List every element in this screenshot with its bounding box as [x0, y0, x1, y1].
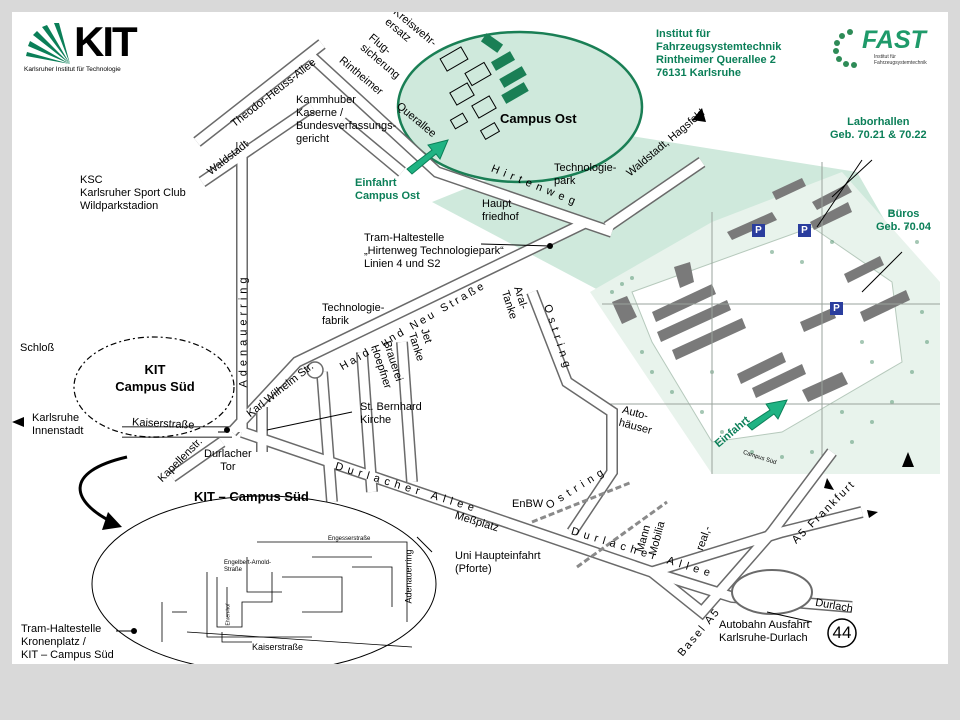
kammhuber-line2: Kaserne / — [296, 107, 344, 119]
ksc-line1: KSC — [80, 174, 103, 186]
fast-sub2: Fahrzeugsystemtechnik — [874, 60, 927, 66]
label-campus-ost: Campus Ost — [500, 111, 577, 126]
innenstadt-line1: Karlsruhe — [32, 412, 80, 424]
institute-line2: Fahrzeugsystemtechnik — [656, 41, 782, 53]
fast-word: FAST — [862, 26, 926, 54]
map-slide: KIT Karlsruher Institut für Technologie … — [12, 12, 948, 664]
technologiefabrik-line1: Technologie- — [322, 302, 385, 314]
kammhuber-line1: Kammhuber — [296, 94, 356, 106]
inset-ellipse — [91, 495, 437, 664]
inset-kaiser: Kaiserstraße — [252, 642, 304, 652]
label-schloss: Schloß — [20, 342, 55, 354]
label-tram-kronenplatz: Tram-Haltestelle Kronenplatz / KIT – Cam… — [21, 623, 114, 662]
technologiefabrik-line2: fabrik — [322, 315, 349, 327]
institute-line3: Rintheimer Querallee 2 — [656, 54, 776, 66]
tram-kronenplatz-line2: Kronenplatz / — [21, 636, 86, 648]
kit-logo: KIT Karlsruher Institut für Technologie — [24, 18, 164, 80]
parking-badge-2: P — [798, 224, 811, 237]
technologiepark-line2: park — [554, 175, 576, 187]
inset-engelbert: Engelbert-Arnold-Straße — [224, 560, 272, 573]
tram-kronenplatz-line3: KIT – Campus Süd — [21, 649, 114, 661]
label-bernhard: St. Bernhard Kirche — [360, 401, 422, 427]
autobahn-line2: Karlsruhe-Durlach — [719, 632, 808, 644]
fast-sub1: Institut für — [874, 54, 896, 60]
campus-ost-ellipse — [396, 30, 644, 184]
einfahrt-ost-line2: Campus Ost — [355, 190, 420, 202]
hauptfriedhof-line2: friedhof — [482, 211, 519, 223]
ksc-line2: Karlsruher Sport Club — [80, 187, 186, 199]
bernhard-line2: Kirche — [360, 414, 392, 426]
innenstadt-line2: Innenstadt — [32, 425, 84, 437]
label-kit-campus-sued: KIT Campus Süd — [108, 361, 202, 395]
kit-subtitle: Karlsruher Institut für Technologie — [24, 66, 121, 73]
kit-wordmark: KIT — [74, 18, 138, 65]
label-durlacher-tor: Durlacher Tor — [204, 448, 252, 474]
institute-line1: Institut für — [656, 28, 711, 40]
autobahn-line1: Autobahn Ausfahrt — [719, 619, 810, 631]
kit-sued-line2: Campus Süd — [115, 379, 195, 394]
einfahrt-ost-arrow — [406, 139, 449, 175]
tram-hirtenweg-line3: Linien 4 und S2 — [364, 258, 441, 270]
street-adenauerring: Adenauerring — [237, 273, 250, 388]
tram-hirtenweg-line2: „Hirtenweg Technologiepark“ — [364, 245, 504, 257]
kammhuber-line4: gericht — [296, 133, 330, 145]
label-inset-title: KIT – Campus Süd — [194, 489, 309, 504]
inset-engesser: Engesserstraße — [328, 536, 371, 542]
institute-address: Institut für Fahrzeugsystemtechnik Rinth… — [656, 28, 781, 80]
ksc-line3: Wildparkstadion — [80, 200, 159, 212]
laborhallen-line2: Geb. 70.21 & 70.22 — [830, 129, 927, 141]
inset-ehrenhof: Ehren-hof — [225, 603, 232, 626]
institute-line4: 76131 Karlsruhe — [656, 67, 741, 79]
inset-plan — [161, 541, 413, 648]
haupteinfahrt-line1: Uni Haupteinfahrt — [455, 550, 541, 562]
parking-badge-1: P — [752, 224, 765, 237]
inset-adenauer: Adenauerring — [403, 549, 414, 604]
durlacher-tor-line1: Durlacher — [204, 448, 252, 460]
parking-badge-3: P — [830, 302, 843, 315]
label-haupteinfahrt: Uni Haupteinfahrt (Pforte) — [455, 550, 541, 576]
haupteinfahrt-line2: (Pforte) — [455, 563, 492, 575]
bueros-line2: Geb. 70.04 — [876, 221, 932, 233]
zoom-arrow — [78, 455, 128, 524]
label-kammhuber: Kammhuber Kaserne / Bundesverfassungs- g… — [296, 94, 396, 146]
hauptfriedhof-line1: Haupt — [482, 198, 512, 210]
tram-hirtenweg-line1: Tram-Haltestelle — [364, 232, 445, 244]
technologiepark-line1: Technologie- — [554, 162, 617, 174]
label-innenstadt: Karlsruhe Innenstadt — [32, 412, 83, 438]
kit-sued-line1: KIT — [144, 362, 166, 377]
label-technologiefabrik: Technologie- fabrik — [322, 302, 384, 328]
site-plan — [590, 162, 940, 474]
kit-fan-icon — [26, 23, 70, 64]
label-enbw: EnBW — [512, 498, 544, 510]
bernhard-line1: St. Bernhard — [360, 401, 422, 413]
durlacher-tor-line2: Tor — [220, 461, 236, 473]
label-einfahrt-ost: Einfahrt Campus Ost — [355, 177, 420, 203]
label-autobahn: Autobahn Ausfahrt Karlsruhe-Durlach — [719, 619, 810, 645]
bueros-line1: Büros — [887, 208, 920, 220]
campus-ost-buildings — [439, 33, 529, 141]
fast-logo: FAST Institut für Fahrzeugsystemtechnik — [832, 24, 942, 74]
einfahrt-ost-line1: Einfahrt — [355, 177, 397, 189]
leader-lines — [116, 159, 903, 632]
label-bueros: Büros Geb. 70.04 — [876, 208, 931, 234]
map-graphics — [12, 30, 940, 664]
label-technologiepark: Technologie- park — [554, 162, 616, 188]
campus-sued-ellipse — [73, 336, 235, 438]
exit-number: 44 — [832, 623, 852, 642]
exit-badge — [827, 618, 857, 648]
roads — [122, 39, 864, 621]
tram-kronenplatz-line1: Tram-Haltestelle — [21, 623, 102, 635]
kammhuber-line3: Bundesverfassungs- — [296, 120, 397, 132]
label-ksc: KSC Karlsruher Sport Club Wildparkstadio… — [80, 174, 186, 213]
label-tram-hirtenweg: Tram-Haltestelle „Hirtenweg Technologiep… — [364, 232, 504, 271]
einfahrt-arrow — [746, 399, 788, 431]
laborhallen-line1: Laborhallen — [847, 116, 910, 128]
label-laborhallen: Laborhallen Geb. 70.21 & 70.22 — [830, 116, 927, 142]
fast-dots-icon — [833, 29, 857, 68]
label-hauptfriedhof: Haupt friedhof — [482, 198, 519, 224]
